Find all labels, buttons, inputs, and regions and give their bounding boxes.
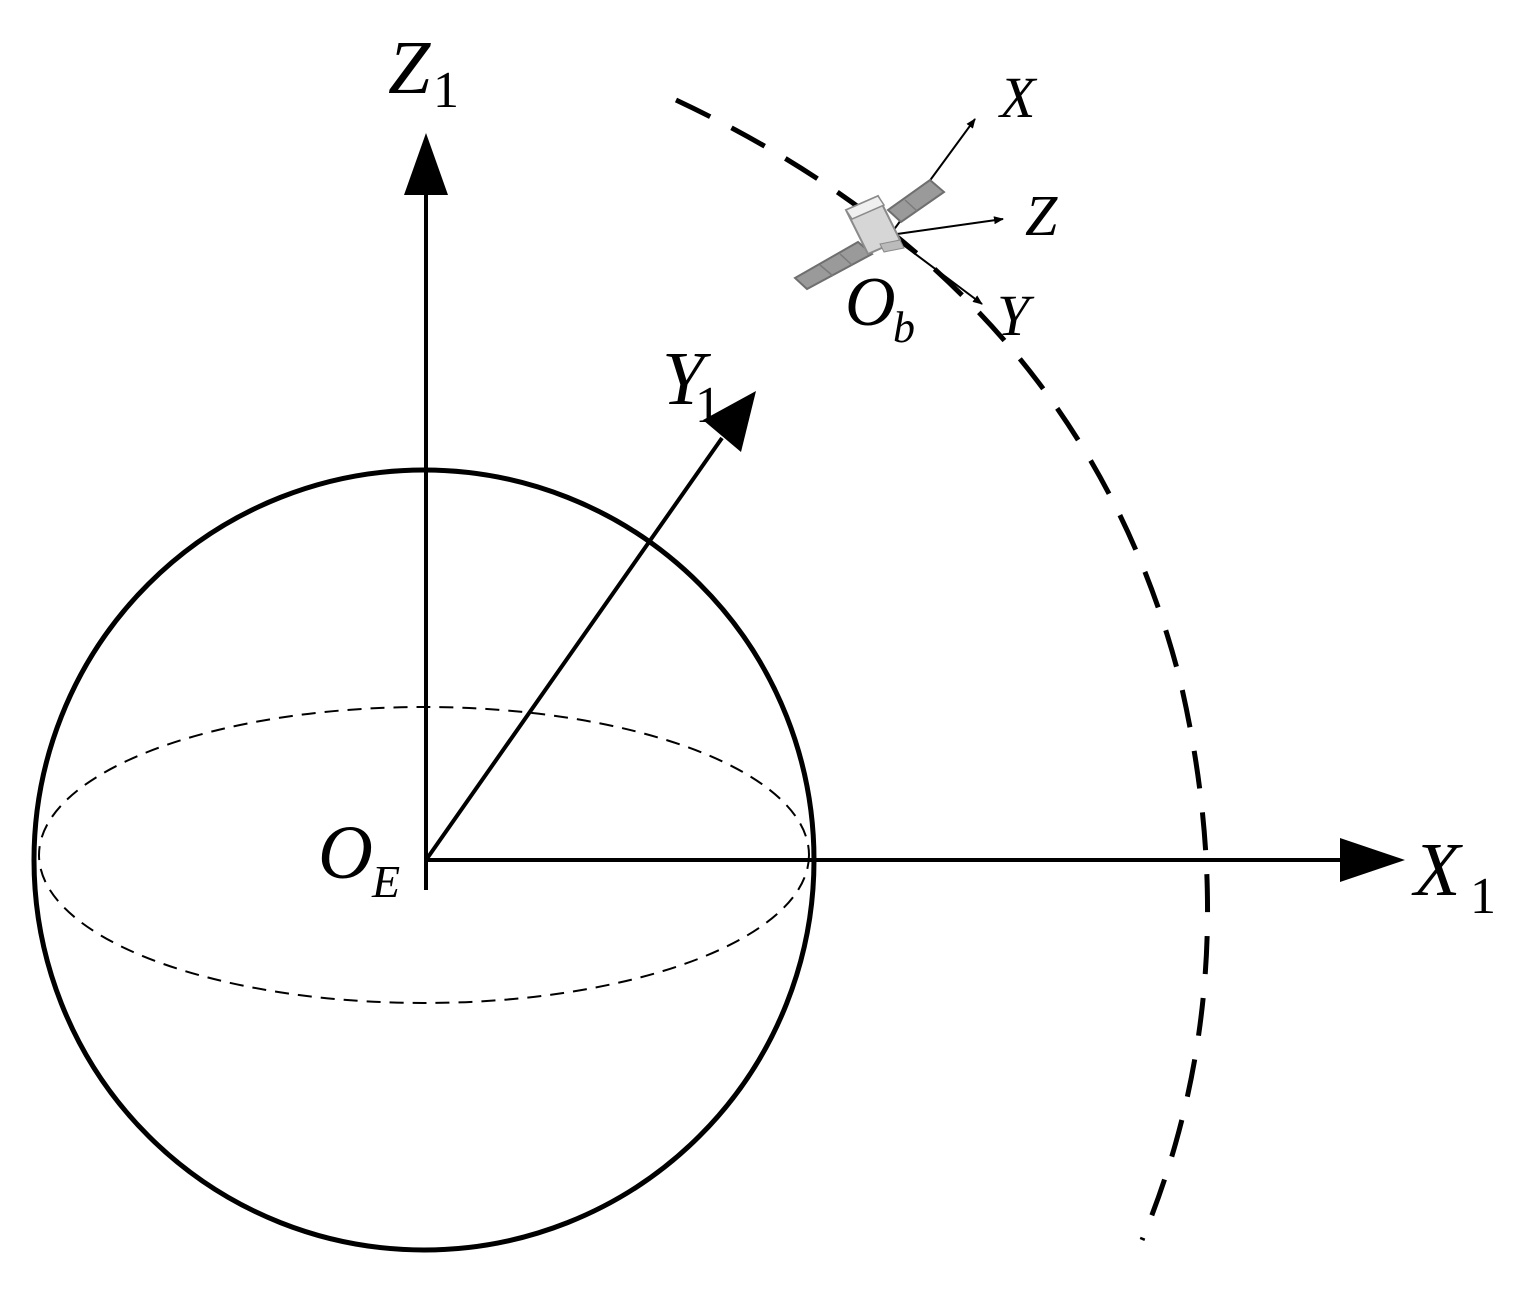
origin-earth-label: O — [318, 811, 373, 895]
body-z-label: Z — [1025, 183, 1058, 248]
origin-body-subscript: b — [893, 303, 915, 352]
y1-arrowhead — [703, 391, 756, 452]
satellite-icon — [793, 178, 946, 291]
y1-axis — [424, 436, 724, 862]
z1-label: Z — [388, 26, 431, 110]
body-y-label: Y — [997, 283, 1035, 348]
y1-label: Y — [662, 337, 712, 421]
z1-subscript: 1 — [433, 62, 459, 119]
x1-label: X — [1411, 828, 1463, 912]
body-x-label: X — [998, 65, 1038, 130]
origin-earth-subscript: E — [371, 856, 400, 907]
x1-subscript: 1 — [1470, 868, 1496, 925]
origin-body-label: O — [845, 264, 896, 341]
body-z-axis — [889, 216, 1004, 236]
body-y-axis — [889, 234, 983, 305]
z1-arrowhead — [404, 133, 448, 195]
x1-arrowhead — [1340, 838, 1405, 882]
y1-subscript: 1 — [695, 377, 721, 434]
